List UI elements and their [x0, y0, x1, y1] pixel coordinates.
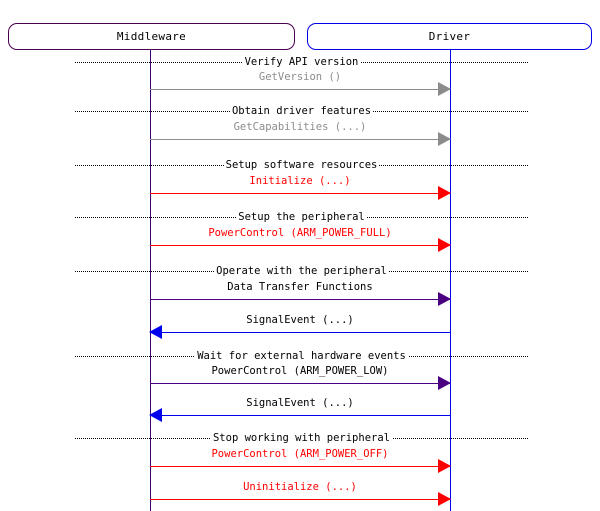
arrow-right-icon [438, 292, 451, 306]
separator-label-text: Setup the peripheral [236, 211, 367, 223]
sequence-message[interactable]: Initialize (...) [150, 174, 451, 202]
message-label: PowerControl (ARM_POWER_LOW) [211, 365, 389, 377]
sequence-message[interactable]: SignalEvent (...) [149, 396, 450, 424]
message-label: PowerControl (ARM_POWER_OFF) [211, 448, 389, 460]
arrow-left-icon [149, 325, 162, 339]
separator-label: Verify API version [75, 56, 528, 69]
arrow-right-icon [438, 492, 451, 506]
sequence-message[interactable]: PowerControl (ARM_POWER_LOW) [150, 364, 451, 392]
sequence-separator: Wait for external hardware events [75, 350, 528, 363]
message-label: GetVersion () [258, 71, 342, 83]
sequence-message[interactable]: SignalEvent (...) [149, 313, 450, 341]
separator-label-text: Setup software resources [223, 159, 380, 171]
separator-label-text: Obtain driver features [229, 105, 374, 117]
message-label: Uninitialize (...) [243, 481, 357, 493]
message-label: Data Transfer Functions [227, 281, 373, 293]
actor-box-driver[interactable]: Driver [307, 23, 592, 50]
message-arrow-line [150, 299, 450, 301]
message-label: SignalEvent (...) [246, 397, 354, 409]
sequence-message[interactable]: PowerControl (ARM_POWER_FULL) [150, 226, 451, 254]
sequence-separator: Stop working with peripheral [75, 432, 528, 445]
message-label: GetCapabilities (...) [233, 121, 367, 133]
sequence-message[interactable]: GetCapabilities (...) [150, 120, 451, 148]
message-arrow-line [150, 193, 450, 195]
separator-label-text: Verify API version [242, 56, 361, 68]
separator-label-text: Stop working with peripheral [210, 432, 392, 444]
message-arrow-line [150, 415, 450, 417]
actor-label-driver: Driver [428, 30, 471, 43]
sequence-message[interactable]: PowerControl (ARM_POWER_OFF) [150, 447, 451, 475]
arrow-right-icon [438, 186, 451, 200]
message-arrow-line [150, 139, 450, 141]
separator-label: Obtain driver features [75, 105, 528, 118]
arrow-left-icon [149, 408, 162, 422]
sequence-message[interactable]: Uninitialize (...) [150, 480, 451, 508]
sequence-message[interactable]: Data Transfer Functions [150, 280, 451, 308]
actor-label-middleware: Middleware [116, 30, 187, 43]
arrow-right-icon [438, 238, 451, 252]
separator-label: Operate with the peripheral [75, 265, 528, 278]
arrow-right-icon [438, 82, 451, 96]
message-arrow-line [150, 383, 450, 385]
separator-label: Wait for external hardware events [75, 350, 528, 363]
lifeline-driver [450, 50, 451, 511]
message-label: SignalEvent (...) [246, 314, 354, 326]
message-arrow-line [150, 245, 450, 247]
separator-label: Setup software resources [75, 159, 528, 172]
sequence-message[interactable]: GetVersion () [150, 70, 451, 98]
message-label: Initialize (...) [249, 175, 351, 187]
separator-label: Stop working with peripheral [75, 432, 528, 445]
sequence-separator: Obtain driver features [75, 105, 528, 118]
sequence-separator: Setup the peripheral [75, 211, 528, 224]
message-arrow-line [150, 332, 450, 334]
sequence-separator: Verify API version [75, 56, 528, 69]
message-arrow-line [150, 466, 450, 468]
message-arrow-line [150, 499, 450, 501]
arrow-right-icon [438, 376, 451, 390]
lifeline-middleware [150, 50, 151, 511]
separator-label-text: Wait for external hardware events [195, 350, 408, 362]
arrow-right-icon [438, 459, 451, 473]
message-label: PowerControl (ARM_POWER_FULL) [208, 227, 392, 239]
separator-label: Setup the peripheral [75, 211, 528, 224]
actor-box-middleware[interactable]: Middleware [8, 23, 295, 50]
arrow-right-icon [438, 132, 451, 146]
message-arrow-line [150, 89, 450, 91]
separator-label-text: Operate with the peripheral [214, 265, 389, 277]
sequence-separator: Setup software resources [75, 159, 528, 172]
sequence-separator: Operate with the peripheral [75, 265, 528, 278]
